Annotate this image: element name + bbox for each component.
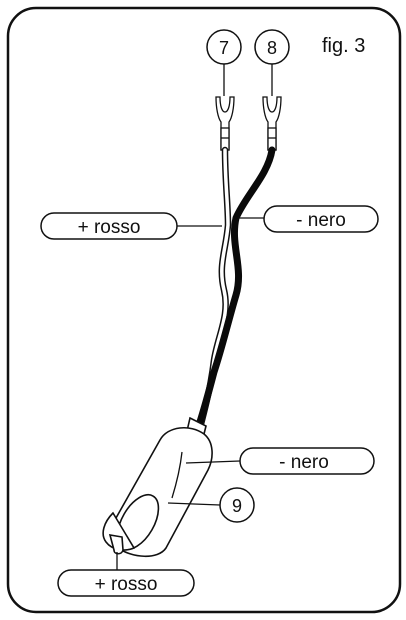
callout-9-number: 9 <box>232 496 242 516</box>
callout-9: 9 <box>167 487 255 523</box>
fork-terminal-red <box>215 96 235 151</box>
callout-7: 7 <box>206 29 242 96</box>
label-plus-red-top: + rosso <box>40 212 222 240</box>
label-minus-black-plug: - nero <box>185 447 375 475</box>
label-plus-red-tip-text: + rosso <box>95 574 158 595</box>
label-plus-red-top-text: + rosso <box>78 217 141 238</box>
lighter-plug <box>102 416 213 558</box>
black-wire <box>194 146 276 432</box>
callout-8-number: 8 <box>267 38 277 58</box>
label-minus-black-top: - nero <box>238 205 379 233</box>
label-minus-black-top-text: - nero <box>296 210 346 231</box>
callout-7-number: 7 <box>219 38 229 58</box>
figure-caption: fig. 3 <box>322 35 365 57</box>
label-plus-red-tip: + rosso <box>57 552 195 597</box>
label-minus-black-plug-text: - nero <box>279 452 329 473</box>
callout-8: 8 <box>254 29 290 96</box>
figure-frame <box>6 6 402 614</box>
fork-terminal-black <box>262 96 282 151</box>
